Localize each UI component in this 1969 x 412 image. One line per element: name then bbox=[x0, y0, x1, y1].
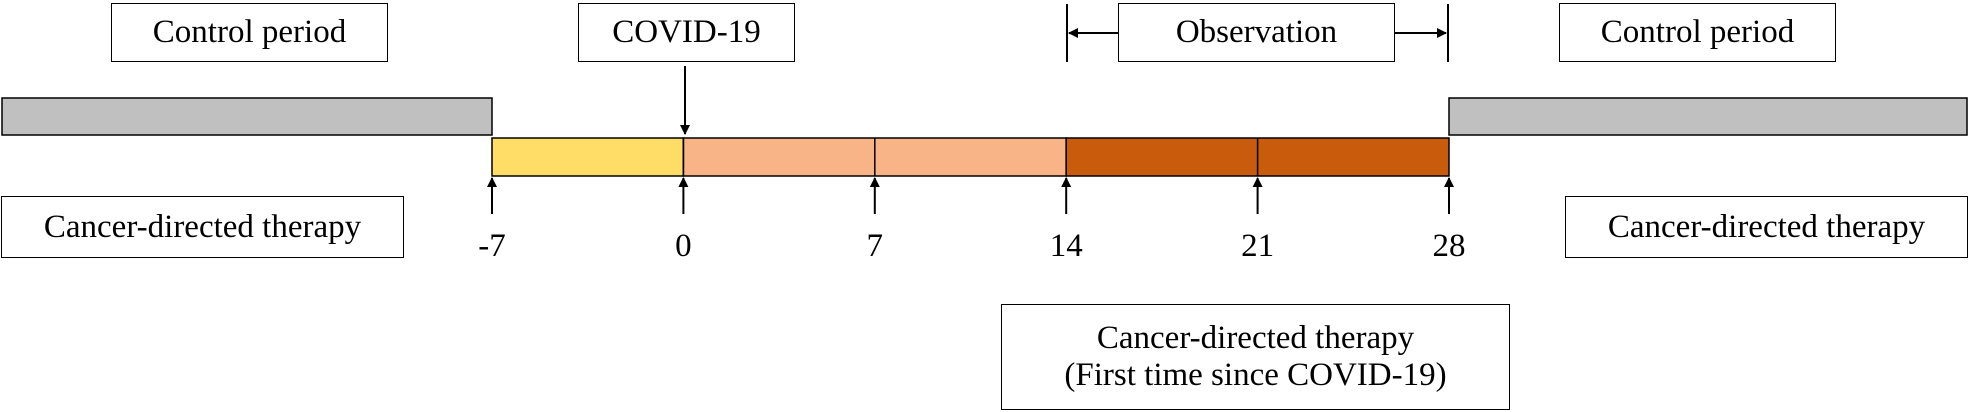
control-bar-right bbox=[1448, 97, 1968, 136]
control-period-right-box: Control period bbox=[1559, 3, 1836, 62]
tick-label: -7 bbox=[478, 228, 506, 264]
timeline-dividers bbox=[682, 138, 1259, 176]
tick-arrows bbox=[487, 177, 1454, 214]
timeline-segment-0 bbox=[491, 137, 685, 177]
timeline-segments bbox=[491, 137, 1450, 177]
tick-label: 7 bbox=[866, 228, 884, 264]
tick-label: 0 bbox=[675, 228, 692, 264]
therapy-right-box: Cancer-directed therapy bbox=[1565, 196, 1968, 258]
observation-box: Observation bbox=[1118, 3, 1395, 62]
therapy-first-time-line2: (First time since COVID-19) bbox=[1064, 357, 1447, 393]
control-bar-left bbox=[1, 97, 493, 136]
therapy-left-box: Cancer-directed therapy bbox=[1, 196, 404, 258]
therapy-first-time-box: Cancer-directed therapy (First time sinc… bbox=[1001, 304, 1510, 410]
covid-box: COVID-19 bbox=[578, 3, 795, 62]
tick-label: 28 bbox=[1432, 228, 1466, 264]
tick-label: 21 bbox=[1241, 228, 1275, 264]
tick-label: 14 bbox=[1049, 228, 1083, 264]
control-period-left-box: Control period bbox=[111, 3, 388, 62]
therapy-first-time-line1: Cancer-directed therapy bbox=[1096, 320, 1415, 357]
